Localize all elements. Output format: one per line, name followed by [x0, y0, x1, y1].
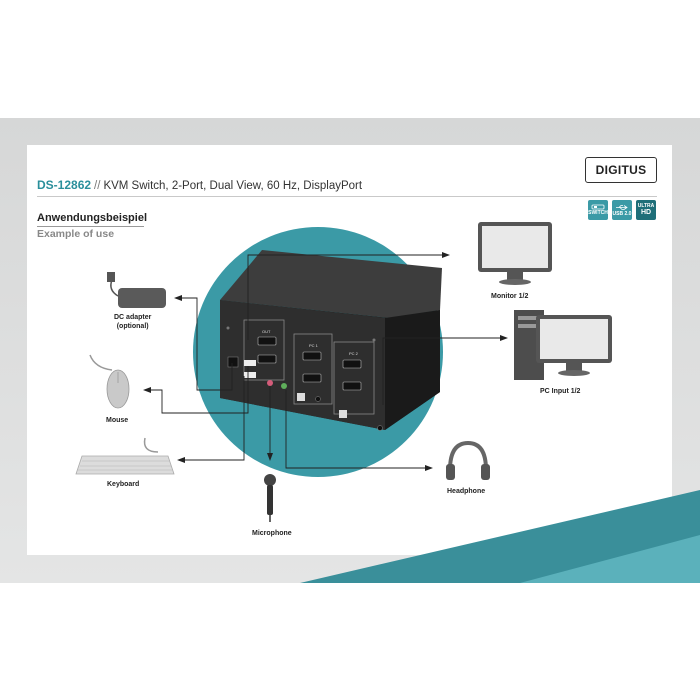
section-title-rule — [37, 226, 144, 227]
header-rule — [37, 196, 657, 197]
switch-badge: SWITCH — [588, 200, 608, 220]
usb-badge-label: USB 2.0 — [612, 210, 632, 217]
monitor-icon — [478, 222, 552, 285]
pc-icon — [514, 310, 612, 380]
keyboard-label: Keyboard — [107, 481, 140, 488]
kvm-switch: OUT PC 1 PC 2 — [220, 250, 442, 431]
corner-decoration-light — [520, 535, 700, 583]
mouse-icon — [89, 354, 130, 409]
switch-badge-label: SWITCH — [588, 210, 608, 216]
section-title-de: Anwendungsbeispiel — [37, 212, 148, 224]
model-number: DS-12862 — [37, 178, 92, 192]
microphone-icon — [264, 474, 276, 522]
switch-pc1-label: PC 1 — [309, 343, 319, 348]
switch-icon — [591, 204, 605, 210]
dc-adapter-icon — [107, 272, 166, 308]
dc-adapter-line2: (optional) — [116, 323, 149, 330]
corner-decoration — [300, 490, 700, 583]
pc-label: PC Input 1/2 — [540, 388, 581, 395]
header-separator: // — [94, 180, 101, 192]
monitor-label: Monitor 1/2 — [491, 293, 529, 300]
dc-adapter-line1: DC adapter — [114, 314, 152, 321]
ultra-hd-line2: HD — [640, 209, 652, 216]
product-header: DS-12862//KVM Switch, 2-Port, Dual View,… — [37, 178, 362, 192]
mouse-label: Mouse — [106, 417, 129, 424]
usb-icon — [616, 204, 628, 210]
headphone-label: Headphone — [447, 488, 486, 495]
microphone-label: Microphone — [252, 530, 292, 537]
ultra-hd-line1: ULTRA — [637, 203, 655, 209]
switch-out-label: OUT — [262, 329, 271, 334]
feature-badges: SWITCH USB 2.0 ULTRA HD — [588, 200, 656, 220]
section-title-en: Example of use — [37, 228, 115, 240]
digitus-logo: DIGITUS — [585, 157, 657, 183]
arrowheads — [143, 252, 508, 471]
keyboard-icon — [75, 437, 175, 475]
ultra-hd-badge: ULTRA HD — [636, 200, 656, 220]
connection-lines — [148, 254, 503, 469]
product-description: KVM Switch, 2-Port, Dual View, 60 Hz, Di… — [103, 180, 363, 192]
usb-badge: USB 2.0 — [612, 200, 632, 220]
dc-adapter-label: DC adapter (optional) — [114, 313, 151, 331]
headphone-icon — [446, 440, 490, 480]
switch-pc2-label: PC 2 — [349, 351, 359, 356]
